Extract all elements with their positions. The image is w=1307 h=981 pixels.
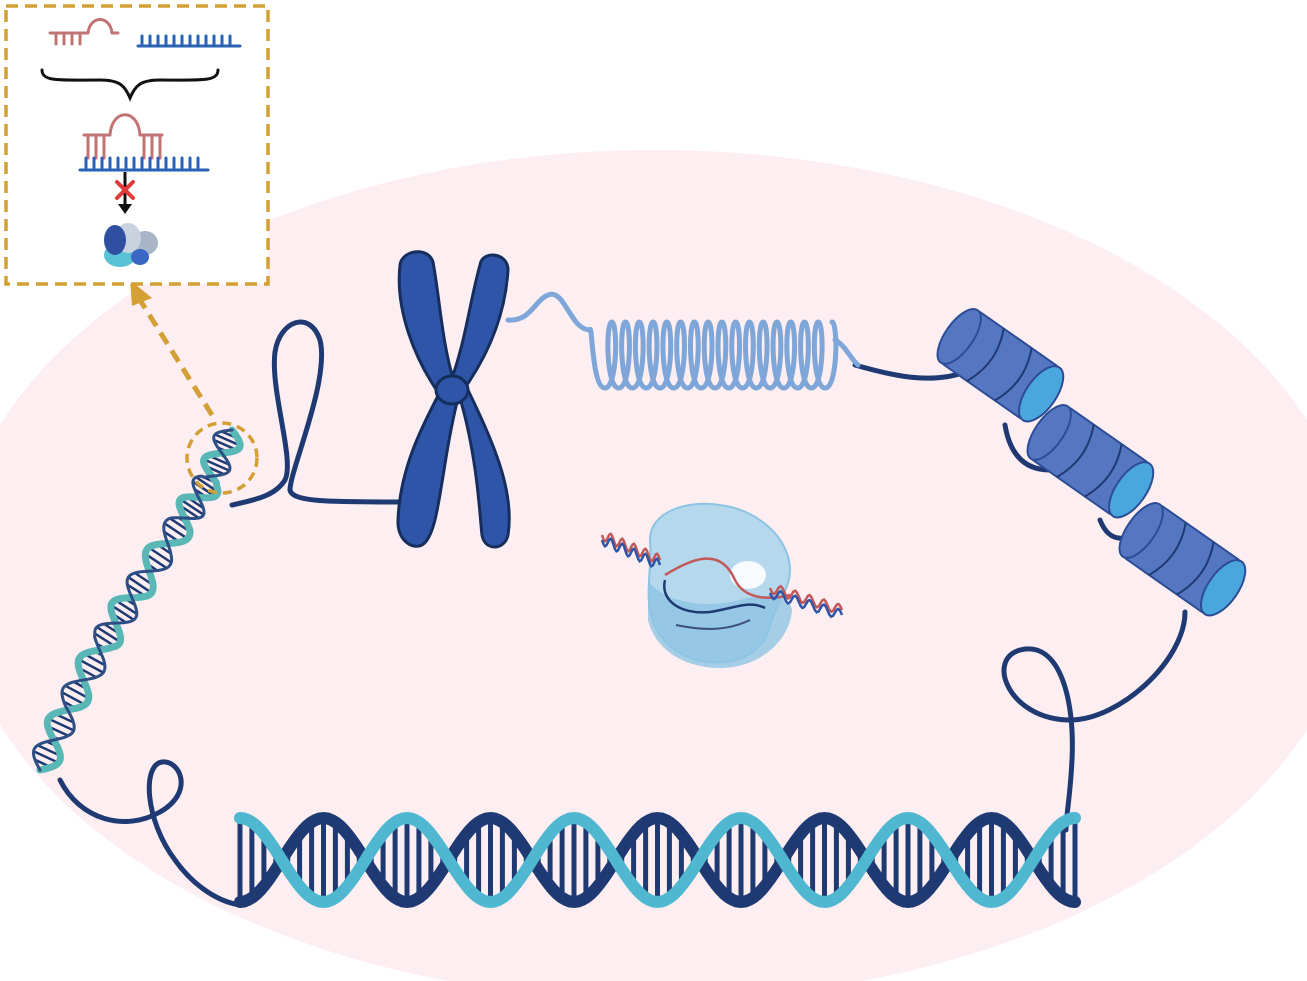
coiled-fiber — [505, 291, 861, 391]
coil-lead-strand — [505, 291, 593, 333]
coil-tail-strand — [832, 337, 861, 368]
rna-tails — [600, 532, 844, 619]
helix-rung — [47, 717, 75, 732]
inset-panel — [4, 4, 270, 286]
helix-rung — [127, 576, 153, 594]
chromosome-arm-lower-right — [458, 387, 511, 549]
ribosome-small-subunit — [648, 580, 792, 668]
twisted-helix — [31, 426, 244, 774]
helix-rung — [110, 604, 135, 621]
rna-tail — [768, 584, 844, 614]
ribosome-complex — [600, 502, 844, 668]
loop-strand — [229, 319, 403, 508]
dna-backbone-dark — [234, 811, 1081, 909]
zoom-arrow-head — [130, 280, 152, 306]
rna-tail — [600, 537, 662, 568]
mrna-strand-navy — [662, 579, 766, 614]
inhibit-arrow-icon — [115, 172, 135, 214]
helix-rung — [78, 658, 104, 674]
dna-backbone-light — [234, 811, 1081, 909]
dna-strand-icon — [136, 34, 242, 48]
helix-rung — [33, 750, 59, 764]
cylinder-link-1 — [1002, 422, 1053, 473]
block-x-icon — [115, 180, 135, 200]
helix-rung — [214, 433, 241, 447]
helix-rung — [64, 684, 90, 700]
nucleosome-cylinder — [936, 308, 1065, 423]
helix-rung — [96, 626, 121, 643]
protein-complex-icon — [104, 223, 158, 267]
coil-spring — [587, 319, 839, 391]
helix-rung — [148, 546, 172, 564]
mrna-strand-red — [664, 557, 791, 600]
nucleosome-cylinders — [936, 308, 1247, 617]
chromosome-arm-lower-left — [396, 390, 460, 548]
mrna-strand-lower — [675, 619, 751, 630]
fiber-to-cylinder-strand — [852, 362, 968, 381]
helix-rung — [163, 522, 189, 540]
ribosome-channel — [730, 561, 766, 589]
duplex-icon — [78, 113, 210, 172]
double-helix — [234, 811, 1081, 909]
centromere — [434, 374, 470, 406]
brace-icon — [40, 68, 220, 102]
helix-rung — [203, 458, 230, 472]
rna-tail — [768, 589, 844, 619]
helix-rung — [61, 691, 86, 706]
nucleosome-cylinder — [1026, 404, 1155, 519]
chromosome — [396, 250, 511, 549]
helix-strand-light — [36, 426, 244, 774]
helix-rung — [144, 552, 168, 570]
helix-strand-dark — [31, 428, 234, 772]
rna-hairpin-icon — [48, 18, 120, 46]
helix-rung — [179, 498, 205, 516]
zoom-arrow — [137, 298, 215, 417]
zoom-circle — [185, 421, 259, 495]
chromosome-arm-upper-right — [448, 253, 510, 395]
chromosome-arm-upper-left — [397, 250, 457, 398]
right-loop-strand — [1001, 609, 1188, 833]
nucleosome-cylinder — [1118, 502, 1247, 617]
bottom-left-strand — [57, 759, 243, 908]
rna-tail — [600, 532, 662, 563]
